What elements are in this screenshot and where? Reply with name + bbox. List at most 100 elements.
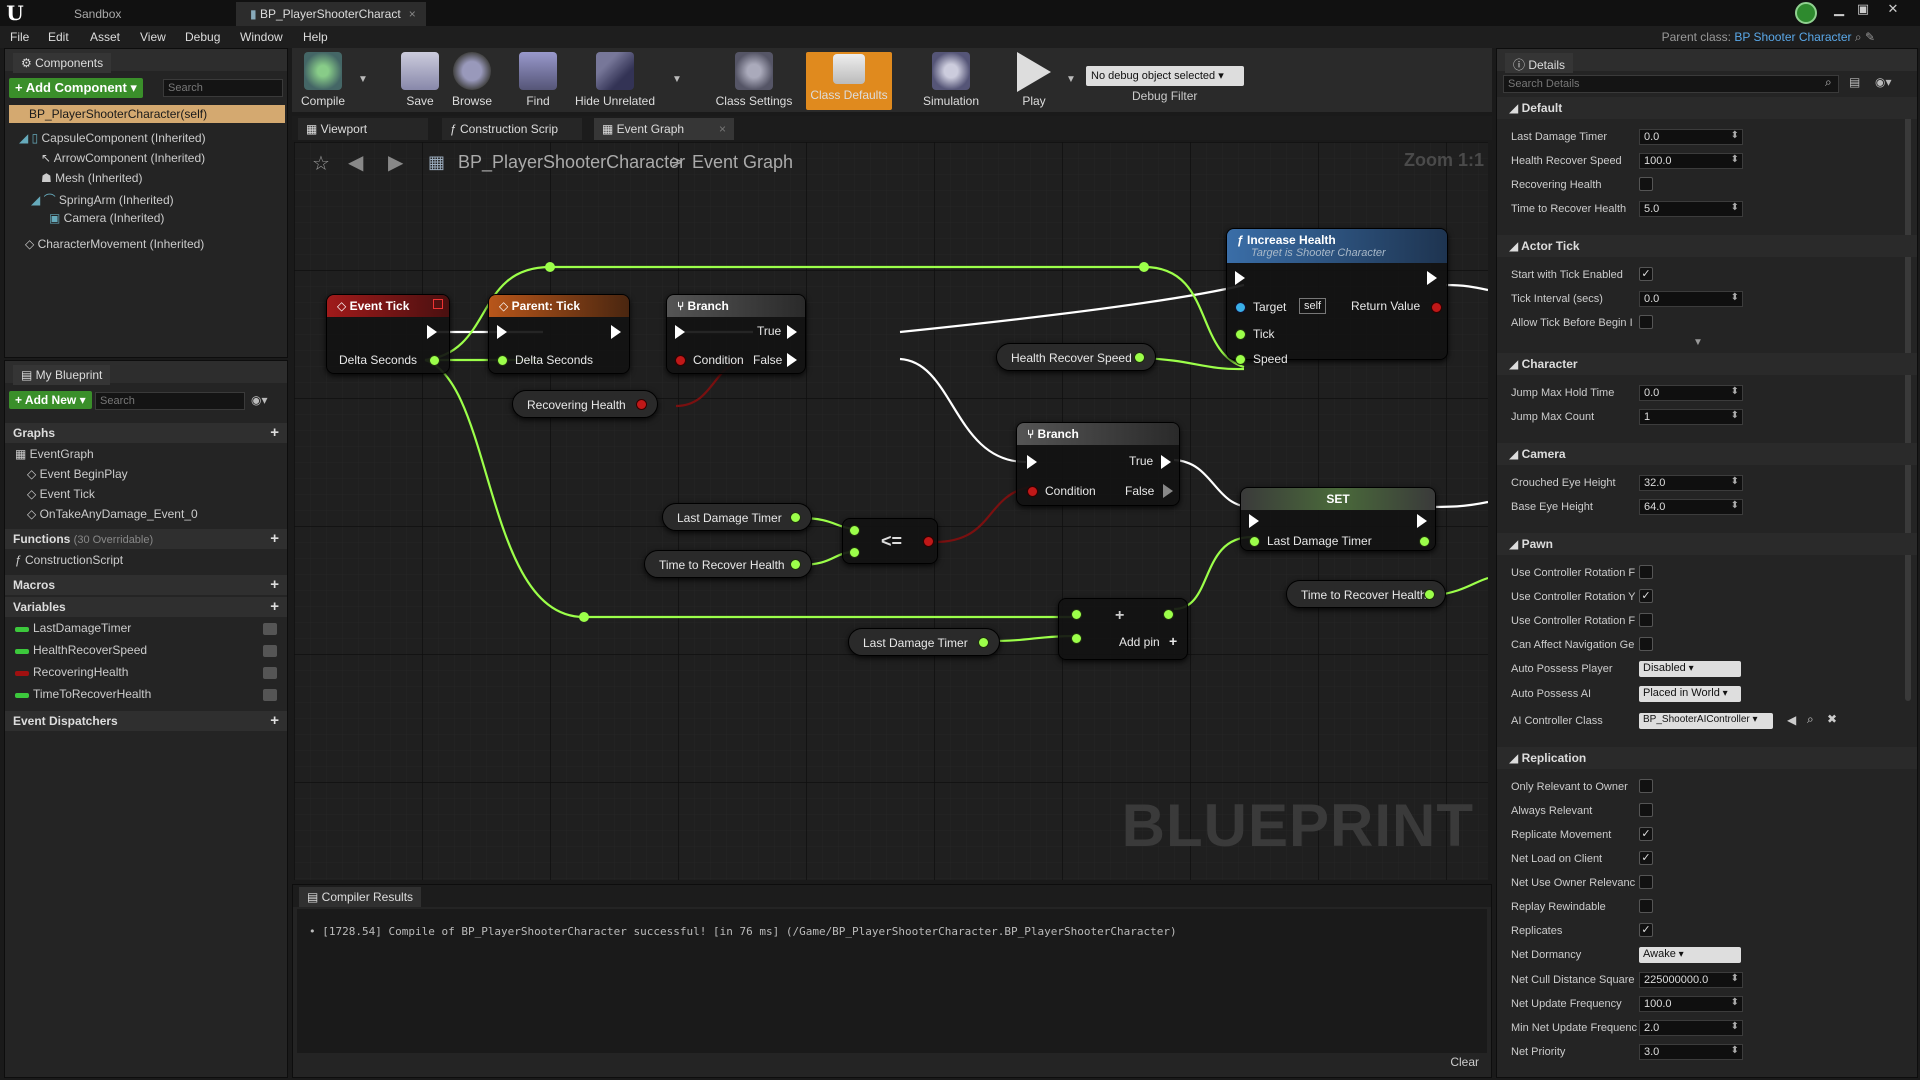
- float-in-pin[interactable]: [1235, 329, 1246, 340]
- less-equal-node[interactable]: <=: [842, 518, 938, 564]
- float-out-pin[interactable]: [1163, 609, 1174, 620]
- browse-button[interactable]: Browse: [448, 52, 496, 108]
- variable-item[interactable]: TimeToRecoverHealth: [5, 687, 285, 705]
- last-damage-timer-getter[interactable]: Last Damage Timer: [662, 503, 812, 531]
- add-pin-label[interactable]: Add pin: [1119, 635, 1160, 649]
- health-recover-speed-field[interactable]: 100.0: [1639, 153, 1743, 169]
- float-out-pin[interactable]: [1424, 589, 1435, 600]
- tree-item-movement[interactable]: ◇ CharacterMovement (Inherited): [25, 237, 204, 251]
- health-recover-speed-getter[interactable]: Health Recover Speed: [996, 343, 1156, 371]
- add-component-button[interactable]: + Add Component ▾: [9, 78, 143, 98]
- jump-hold-field[interactable]: 0.0: [1639, 385, 1743, 401]
- menu-help[interactable]: Help: [303, 30, 328, 44]
- debug-object-select[interactable]: No debug object selected ▾: [1086, 66, 1244, 86]
- float-out-pin[interactable]: [790, 512, 801, 523]
- variables-section[interactable]: Variables+: [5, 597, 287, 617]
- net-cull-field[interactable]: 225000000.0: [1639, 972, 1743, 988]
- search-icon[interactable]: ⌕: [1854, 30, 1862, 44]
- float-in-pin[interactable]: [849, 547, 860, 558]
- tick-interval-field[interactable]: 0.0: [1639, 291, 1743, 307]
- favorite-star-icon[interactable]: ☆: [312, 153, 330, 175]
- jump-count-field[interactable]: 1: [1639, 409, 1743, 425]
- wrench-icon[interactable]: ✎: [1864, 30, 1875, 44]
- back-arrow-icon[interactable]: ◀: [348, 152, 364, 174]
- dispatchers-section[interactable]: Event Dispatchers+: [5, 711, 287, 731]
- menu-edit[interactable]: Edit: [48, 30, 69, 44]
- tab-viewport[interactable]: ▦ Viewport: [298, 118, 428, 140]
- forward-arrow-icon[interactable]: ▶: [388, 152, 404, 174]
- self-default-input[interactable]: self: [1299, 298, 1327, 314]
- float-in-pin[interactable]: [1071, 633, 1082, 644]
- class-settings-button[interactable]: Class Settings: [712, 52, 796, 108]
- variable-item[interactable]: LastDamageTimer: [5, 621, 285, 639]
- tree-item-springarm[interactable]: ◢ ⌒ SpringArm (Inherited): [31, 191, 174, 208]
- graph-item-tick[interactable]: ◇ Event Tick: [27, 487, 95, 501]
- exec-in-pin[interactable]: [497, 325, 507, 339]
- net-dormancy-select[interactable]: Awake: [1639, 947, 1741, 963]
- add-variable-icon[interactable]: +: [270, 598, 279, 615]
- save-button[interactable]: Save: [398, 52, 442, 108]
- graph-canvas[interactable]: ☆ ◀ ▶ ▦ BP_PlayerShooterCharacter > Even…: [294, 142, 1488, 880]
- add-float-node[interactable]: + Add pin +: [1058, 598, 1188, 660]
- breadcrumb-graph[interactable]: Event Graph: [692, 152, 794, 172]
- view-options-icon[interactable]: ▤: [1849, 75, 1861, 89]
- section-default[interactable]: ◢ Default: [1497, 97, 1917, 119]
- blueprint-search-input[interactable]: Search: [95, 392, 245, 410]
- exec-out-pin[interactable]: [427, 325, 437, 339]
- close-icon[interactable]: ×: [718, 122, 726, 136]
- visibility-eye-icon[interactable]: [263, 645, 277, 657]
- simulation-button[interactable]: Simulation: [918, 52, 984, 108]
- replicate-movement-checkbox[interactable]: ✓: [1639, 827, 1653, 841]
- last-damage-timer-getter[interactable]: Last Damage Timer: [848, 628, 1000, 656]
- event-tick-node[interactable]: ◇ Event Tick Delta Seconds: [326, 294, 450, 374]
- start-tick-checkbox[interactable]: ✓: [1639, 267, 1653, 281]
- close-window-icon[interactable]: ✕: [1887, 1, 1899, 16]
- ai-controller-select[interactable]: BP_ShooterAIController: [1639, 713, 1773, 729]
- expand-advanced-icon[interactable]: ▼: [1693, 337, 1703, 348]
- section-character[interactable]: ◢ Character: [1497, 353, 1917, 375]
- branch-node[interactable]: ⑂ Branch True Condition False: [666, 294, 806, 374]
- breadcrumb-blueprint[interactable]: BP_PlayerShooterCharacter: [458, 152, 686, 172]
- add-graph-icon[interactable]: +: [270, 424, 279, 441]
- menu-file[interactable]: File: [10, 30, 30, 44]
- ucr-yaw-checkbox[interactable]: ✓: [1639, 589, 1653, 603]
- replicates-checkbox[interactable]: ✓: [1639, 923, 1653, 937]
- auto-possess-ai-select[interactable]: Placed in World: [1639, 686, 1741, 702]
- exec-in-pin[interactable]: [1027, 455, 1037, 469]
- play-options-chevron-icon[interactable]: ▼: [1066, 74, 1076, 85]
- base-eye-field[interactable]: 64.0: [1639, 499, 1743, 515]
- eye-icon[interactable]: ◉▾: [251, 393, 268, 407]
- graph-item-eventgraph[interactable]: ▦ EventGraph: [15, 447, 94, 461]
- clear-button[interactable]: Clear: [1450, 1055, 1479, 1069]
- exec-out-pin[interactable]: [1417, 514, 1427, 528]
- section-replication[interactable]: ◢ Replication: [1497, 747, 1917, 769]
- browse-search-icon[interactable]: ⌕: [1807, 712, 1814, 726]
- compile-button[interactable]: Compile: [298, 52, 348, 108]
- tab-sandbox[interactable]: Sandbox: [40, 2, 230, 26]
- exec-out-pin[interactable]: [1427, 271, 1437, 285]
- tab-details[interactable]: ⓘ Details: [1505, 53, 1574, 73]
- source-control-icon[interactable]: [1795, 2, 1817, 24]
- crouched-eye-field[interactable]: 32.0: [1639, 475, 1743, 491]
- maximize-icon[interactable]: ▣: [1856, 1, 1870, 16]
- details-search-input[interactable]: Search Details: [1503, 75, 1839, 93]
- tab-my-blueprint[interactable]: ▤ My Blueprint: [13, 365, 111, 385]
- graph-item-beginplay[interactable]: ◇ Event BeginPlay: [27, 467, 128, 481]
- recovering-health-getter[interactable]: Recovering Health: [512, 390, 658, 418]
- use-selected-arrow-icon[interactable]: ◀: [1787, 713, 1797, 727]
- visibility-eye-icon[interactable]: [263, 667, 277, 679]
- float-out-pin[interactable]: [429, 355, 440, 366]
- tab-blueprint[interactable]: ▮ BP_PlayerShooterCharact×: [236, 2, 426, 26]
- menu-asset[interactable]: Asset: [90, 30, 121, 44]
- float-in-pin[interactable]: [1235, 354, 1246, 365]
- hide-options-chevron-icon[interactable]: ▼: [672, 74, 682, 85]
- add-function-icon[interactable]: +: [270, 530, 279, 547]
- tab-compiler-results[interactable]: ▤ Compiler Results: [299, 887, 422, 907]
- bool-out-pin[interactable]: [1431, 302, 1442, 313]
- bool-out-pin[interactable]: [923, 536, 934, 547]
- menu-window[interactable]: Window: [240, 30, 283, 44]
- tab-components[interactable]: ⚙ Components: [13, 53, 112, 73]
- tree-item-arrow[interactable]: ↖ ArrowComponent (Inherited): [41, 151, 205, 165]
- find-button[interactable]: Find: [516, 52, 560, 108]
- only-relevant-checkbox[interactable]: [1639, 779, 1653, 793]
